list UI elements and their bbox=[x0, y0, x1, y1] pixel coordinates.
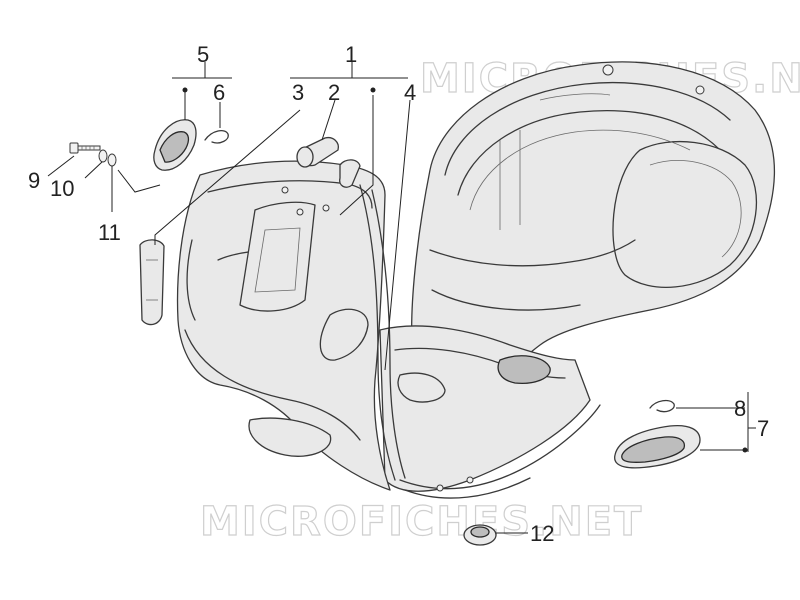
part-2-cylinder bbox=[296, 136, 361, 188]
callout-3: 3 bbox=[292, 80, 304, 105]
leader-dot-7 bbox=[742, 447, 748, 453]
callout-7: 7 bbox=[757, 416, 769, 441]
part-9-screw bbox=[69, 142, 101, 154]
leader-lines bbox=[47, 62, 756, 534]
leader-dot-5 bbox=[182, 87, 188, 93]
part-12-grommet bbox=[463, 524, 497, 546]
part-10-washer bbox=[98, 149, 108, 163]
leg-shield-spine bbox=[359, 184, 406, 481]
callout-9: 9 bbox=[28, 168, 40, 193]
watermark-bottom: MICROFICHES.NET bbox=[200, 499, 643, 545]
callout-5: 5 bbox=[197, 42, 209, 67]
callout-2: 2 bbox=[328, 80, 340, 105]
part-11-washer bbox=[107, 153, 117, 167]
callout-4: 4 bbox=[404, 80, 416, 105]
front-shield bbox=[176, 160, 391, 491]
part-8-clip bbox=[649, 399, 675, 413]
leader-dot-1 bbox=[370, 87, 376, 93]
part-6-clip bbox=[204, 129, 229, 144]
callout-11: 11 bbox=[98, 220, 121, 245]
callout-8: 8 bbox=[734, 396, 746, 421]
callout-6: 6 bbox=[213, 80, 225, 105]
callout-10: 10 bbox=[50, 176, 74, 201]
callout-12: 12 bbox=[530, 521, 554, 546]
part-5-badge bbox=[153, 119, 197, 171]
part-3-trim bbox=[139, 239, 165, 326]
part-7-badge bbox=[614, 424, 701, 469]
callout-1: 1 bbox=[345, 42, 357, 67]
floor-panel bbox=[379, 325, 601, 499]
